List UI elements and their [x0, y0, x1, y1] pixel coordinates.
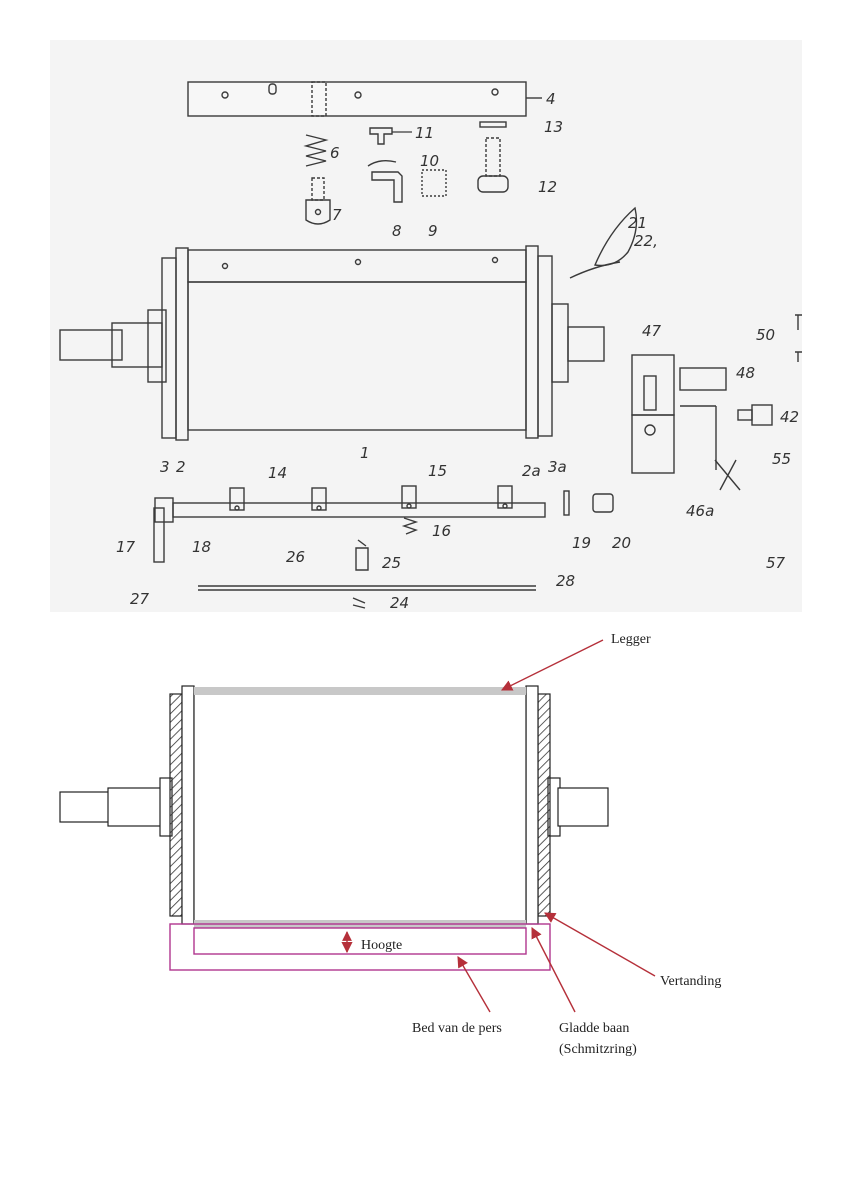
label-50: 50: [756, 326, 775, 344]
label-12: 12: [538, 178, 557, 196]
part-8-elbow: [371, 171, 403, 203]
label-57: 57: [766, 554, 786, 572]
legger-top-strip: [194, 687, 526, 695]
part-13-washer: [479, 121, 507, 128]
part-16-spring: [401, 517, 419, 535]
part-14-shaft: [153, 485, 546, 563]
label-46a: 46a: [686, 502, 714, 520]
label-28: 28: [556, 572, 575, 590]
label-8: 8: [392, 222, 402, 240]
label-22: 22,: [634, 232, 658, 250]
bed-arrow: [457, 956, 491, 1013]
label-11: 11: [415, 124, 434, 142]
label-17: 17: [116, 538, 136, 556]
part-24: [352, 597, 366, 609]
press-bed-outline: [169, 923, 551, 971]
label-3: 3: [160, 458, 170, 476]
vertanding-label: Vertanding: [660, 974, 721, 989]
part-number-labels: 4 13 11 6 10 12 7 8 9 21 22, 47 50 48 42…: [116, 90, 799, 612]
left-axle: [59, 777, 173, 837]
label-24: 24: [390, 594, 409, 612]
left-bearer-ring: [181, 685, 195, 925]
label-3a: 3a: [548, 458, 567, 476]
label-21: 21: [628, 214, 647, 232]
schmitzring-label: (Schmitzring): [559, 1042, 637, 1057]
left-gear-teeth: [169, 693, 183, 917]
part-1-roller: [59, 245, 605, 441]
label-42: 42: [780, 408, 799, 426]
label-26: 26: [286, 548, 305, 566]
label-2: 2: [176, 458, 186, 476]
part-25-pin: [355, 539, 369, 571]
part-47-block: [631, 354, 773, 491]
label-1: 1: [360, 444, 370, 462]
part-50: [795, 314, 802, 362]
technical-sketch: 4 13 11 6 10 12 7 8 9 21 22, 47 50 48 42…: [50, 40, 802, 612]
gladde-baan-label: Gladde baan: [559, 1021, 629, 1036]
label-10: 10: [420, 152, 439, 170]
label-7: 7: [332, 206, 342, 224]
label-48: 48: [736, 364, 755, 382]
part-11-tee: [369, 127, 393, 145]
part-9-block: [421, 169, 447, 197]
label-55: 55: [772, 450, 791, 468]
label-9: 9: [428, 222, 438, 240]
part-10-clip: [367, 159, 397, 167]
label-25: 25: [382, 554, 401, 572]
gladde-baan-arrow: [531, 927, 576, 1013]
part-28-rod: [198, 585, 536, 591]
right-axle: [547, 777, 609, 837]
label-19: 19: [572, 534, 591, 552]
part-20-nut: [592, 493, 614, 513]
hoogte-label: Hoogte: [361, 938, 402, 953]
label-27: 27: [130, 590, 150, 608]
right-bearer-ring: [525, 685, 539, 925]
label-13: 13: [544, 118, 563, 136]
part-12-screw: [477, 137, 509, 193]
vertanding-arrow: [544, 912, 656, 977]
label-47: 47: [642, 322, 662, 340]
legger-arrow: [500, 639, 604, 691]
label-6: 6: [330, 144, 340, 162]
label-15: 15: [428, 462, 447, 480]
label-2a: 2a: [522, 462, 541, 480]
bed-label: Bed van de pers: [412, 1021, 502, 1036]
right-gear-teeth: [537, 693, 551, 917]
label-16: 16: [432, 522, 451, 540]
part-4-bar: [187, 81, 542, 117]
roller-schematic: Legger Hoogte Vertanding Bed van de pers…: [59, 632, 721, 1057]
part-19-ring: [563, 490, 570, 516]
legger-label: Legger: [611, 632, 651, 647]
label-20: 20: [612, 534, 631, 552]
label-14: 14: [268, 464, 287, 482]
press-bed-inner: [193, 927, 527, 955]
label-18: 18: [192, 538, 211, 556]
part-7-pin: [305, 177, 331, 225]
cylinder-body: [193, 693, 527, 923]
part-6-spring: [303, 134, 329, 167]
label-4: 4: [546, 90, 556, 108]
